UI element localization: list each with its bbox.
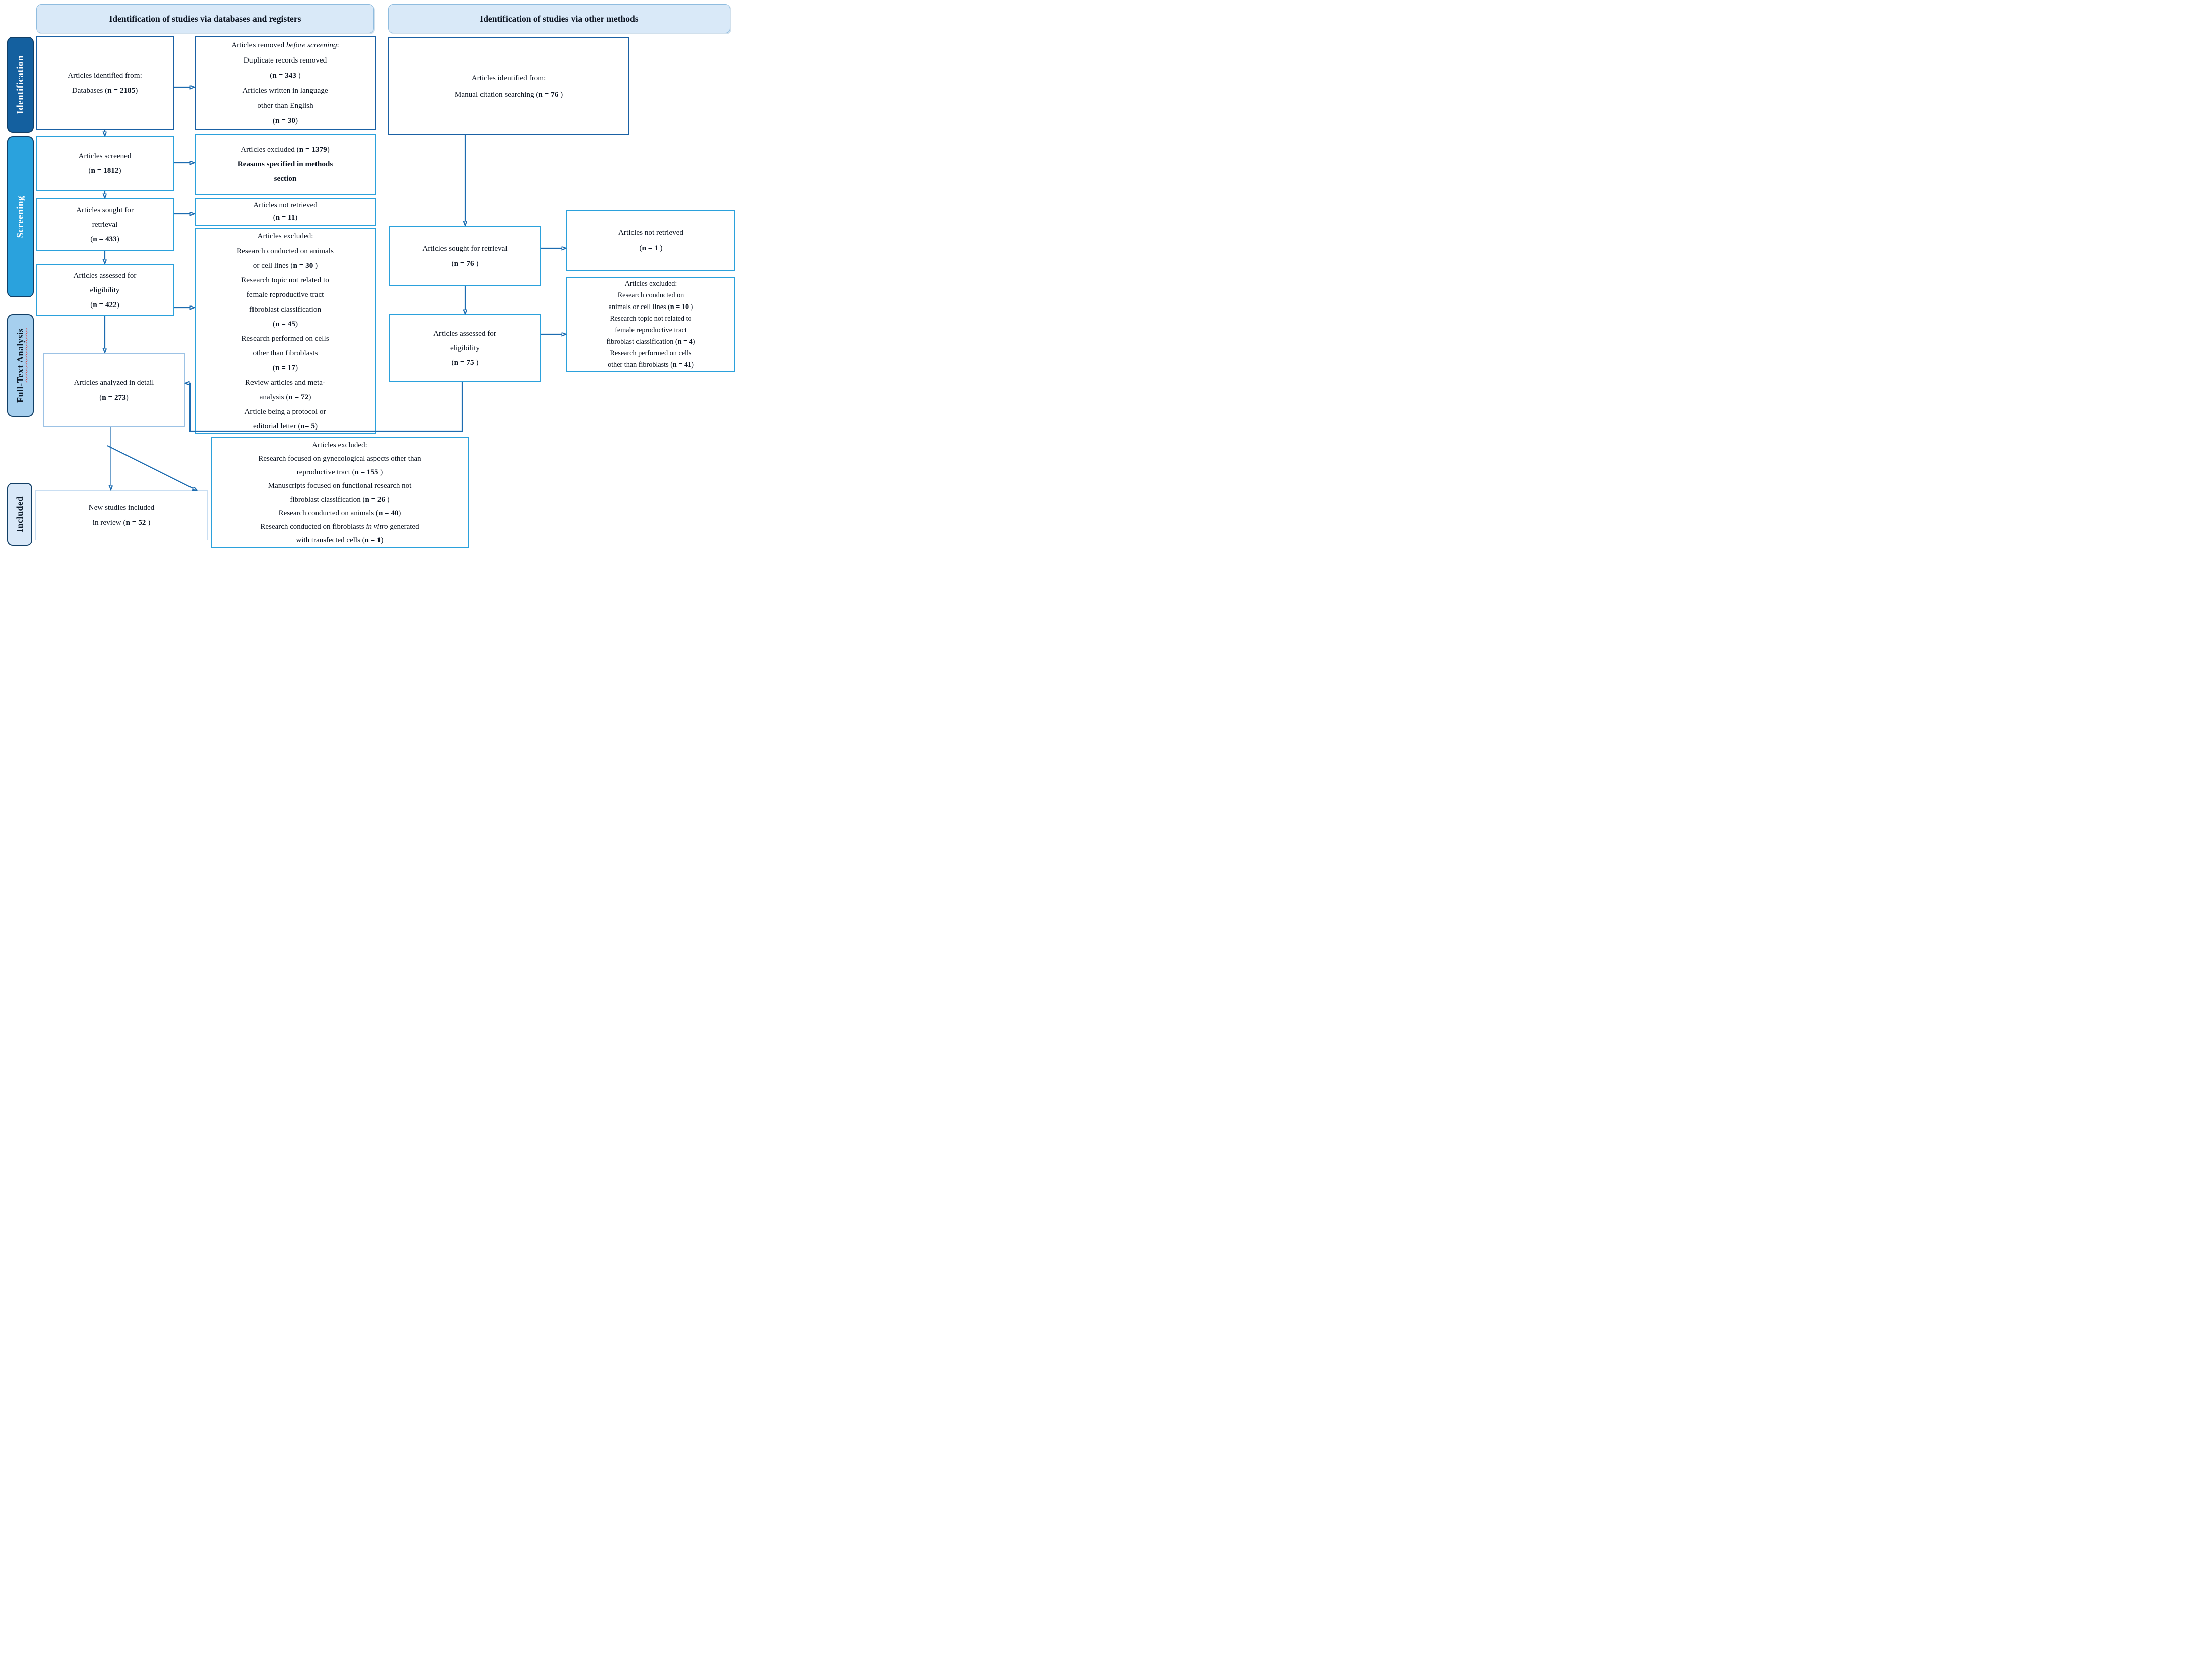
header-other-methods: Identification of studies via other meth…: [388, 4, 730, 33]
stage-label-screening: Screening: [15, 195, 26, 238]
arrow-analyzed-to-excluded-fulltext: [107, 445, 193, 488]
box-articles-identified-manual-citation: Articles identified from:Manual citation…: [388, 37, 629, 135]
box-articles-excluded-fulltext: Articles excluded:Research focused on gy…: [211, 437, 469, 548]
box-articles-analyzed-detail: Articles analyzed in detail(n = 273): [43, 353, 185, 427]
stage-pill-screening: Screening: [7, 136, 34, 297]
box-articles-excluded-screening: Articles excluded (n = 1379)Reasons spec…: [195, 134, 376, 195]
header-databases-registers: Identification of studies via databases …: [36, 4, 374, 33]
box-articles-removed-before-screening: Articles removed before screening:Duplic…: [195, 36, 376, 130]
stage-label-identification: Identification: [15, 55, 26, 114]
box-articles-excluded-eligibility: Articles excluded:Research conducted on …: [195, 228, 376, 434]
box-articles-sought-retrieval-other: Articles sought for retrieval(n = 76 ): [389, 226, 541, 286]
box-articles-identified-databases: Articles identified from:Databases (n = …: [36, 36, 174, 130]
box-articles-screened: Articles screened(n = 1812): [36, 136, 174, 191]
stage-pill-full-text-analysis: Full-Text Analysis: [7, 314, 34, 417]
stage-pill-included: Included: [7, 483, 32, 546]
stage-pill-identification: Identification: [7, 37, 34, 133]
stage-label-included: Included: [14, 496, 25, 533]
box-articles-not-retrieved: Articles not retrieved(n = 11): [195, 198, 376, 226]
prisma-flow-diagram: Identification of studies via databases …: [0, 0, 737, 552]
box-articles-not-retrieved-other: Articles not retrieved(n = 1 ): [566, 210, 735, 271]
stage-label-full-text-analysis: Full-Text Analysis: [15, 328, 25, 403]
